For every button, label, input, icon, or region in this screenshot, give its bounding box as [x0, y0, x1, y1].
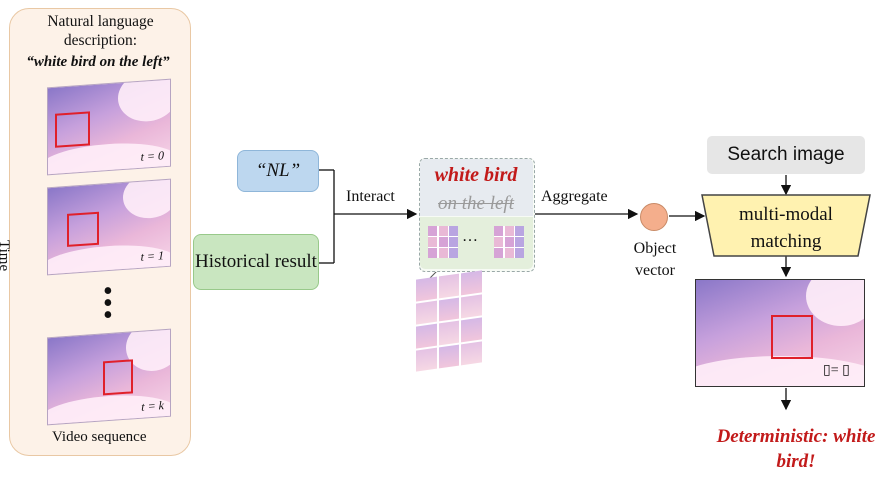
target-box: [103, 359, 133, 396]
video-frame-0: t = 0: [47, 78, 171, 176]
matching-shape: [701, 194, 871, 257]
video-frame-1: t = 1: [47, 178, 171, 276]
patch-tile: [428, 226, 458, 258]
aggregate-label: Aggregate: [541, 188, 608, 205]
target-box: [67, 211, 99, 247]
description-title: Natural language description:: [47, 13, 154, 49]
patch-tile: [494, 226, 524, 258]
object-vector-label: Object vector: [633, 240, 677, 279]
video-frame-k: t = k: [47, 328, 171, 426]
deterministic-result: Deterministic: white bird!: [716, 426, 876, 472]
struck-phrase: on the left: [438, 193, 514, 214]
equation-label: ▯= ▯: [823, 363, 850, 378]
target-box: [55, 111, 90, 148]
search-image-box: Search image: [707, 136, 865, 174]
frame-ellipsis: • • •: [103, 276, 113, 331]
object-vector-node: [640, 203, 668, 231]
patch-ellipsis: …: [462, 228, 478, 245]
frame-time-stamp: t = k: [141, 398, 164, 414]
frame-time-stamp: t = 1: [140, 248, 164, 264]
time-label: Time: [0, 240, 12, 272]
zoomed-patch-grid: [416, 270, 482, 372]
matching-label: multi-modal matching: [739, 204, 833, 252]
video-sequence-label: Video sequence: [52, 429, 147, 445]
frame-time-stamp: t = 0: [140, 148, 164, 164]
search-result-frame: [695, 279, 865, 387]
nl-input-pill: “NL”: [237, 150, 319, 192]
description-quote: “white bird on the left”: [26, 54, 170, 70]
historical-result-pill: Historical result: [193, 234, 319, 290]
interaction-text-area: [420, 159, 533, 216]
highlighted-phrase: white bird: [434, 164, 518, 186]
interact-label: Interact: [346, 188, 395, 205]
matched-box: [771, 315, 813, 359]
